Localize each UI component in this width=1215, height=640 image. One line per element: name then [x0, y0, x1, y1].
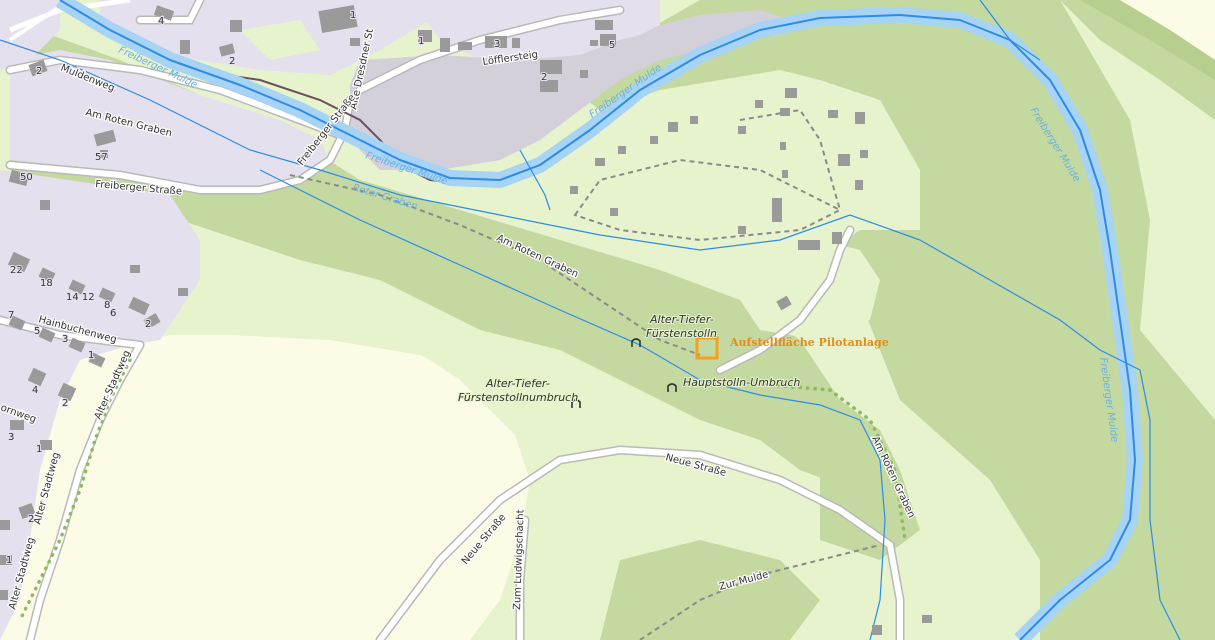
- label-zum-ludwigschacht: Zum Ludwigschacht: [512, 509, 527, 610]
- farm-track-road: [717, 227, 853, 373]
- house-number: 2: [36, 66, 42, 77]
- house-number: 18: [40, 278, 53, 289]
- house-number: 57: [95, 152, 108, 163]
- mine-entrances: [571, 338, 677, 408]
- south-stream: [259, 169, 886, 640]
- label-alter-tiefer-1a: Alter-Tiefer-: [649, 313, 714, 326]
- streams: [0, 0, 1181, 640]
- house-number: 1: [36, 444, 42, 455]
- hedges: [18, 358, 907, 622]
- footpath-am-roten-graben: [289, 174, 701, 356]
- house-number: 3: [494, 39, 500, 50]
- house-number: 4: [158, 16, 164, 27]
- zum-ludwigschacht-road: [517, 517, 528, 640]
- label-pilot-site[interactable]: Aufstellfläche Pilotanlage: [729, 336, 889, 349]
- house-number: 1: [418, 36, 424, 47]
- residential-street: [9, 0, 131, 33]
- house-number: 1: [88, 350, 94, 361]
- farmland-area: [0, 335, 530, 640]
- house-number: 50: [20, 172, 33, 183]
- footpaths: [289, 108, 881, 640]
- house-number: 2: [541, 72, 547, 83]
- house-number: 7: [8, 310, 14, 321]
- house-number: 14 12: [66, 292, 95, 303]
- house-number: 4: [32, 385, 38, 396]
- house-number: 2: [62, 398, 68, 409]
- house-number: 5: [609, 40, 615, 51]
- hedge-west: [18, 358, 132, 622]
- short-stream: [519, 149, 551, 211]
- ne-stream: [979, 0, 1041, 61]
- hedge-east: [768, 383, 907, 542]
- roter-graben-stream: [0, 39, 1181, 640]
- house-number: 2: [28, 514, 34, 525]
- footpath-north: [739, 108, 841, 211]
- label-hauptstolln: Hauptstolln-Umbruch: [683, 376, 800, 389]
- house-number: 1: [6, 555, 12, 566]
- label-alter-tiefer-2a: Alter-Tiefer-: [485, 377, 550, 390]
- industrial-area: [350, 10, 790, 170]
- farmland-area-ne: [1120, 0, 1215, 60]
- house-number: 8: [104, 300, 110, 311]
- muldenweg-road: [137, 0, 203, 23]
- freiberger-mulde-centerline: [59, 0, 1136, 640]
- meadow-patch-mid: [740, 240, 880, 340]
- label-alter-tiefer-2b: Fürstenstollnumbruch: [458, 391, 578, 404]
- am-roten-graben-road: [7, 56, 343, 138]
- buildings: [0, 5, 932, 635]
- house-number: 5: [34, 326, 40, 337]
- house-number: 3: [62, 334, 68, 345]
- square-marker-icon[interactable]: [695, 336, 719, 360]
- house-number: 22: [10, 265, 23, 276]
- house-number: 2: [229, 56, 235, 67]
- neue-strasse-road: [377, 446, 903, 640]
- cave-entrance-icon: [631, 338, 641, 347]
- house-number: 1: [350, 10, 356, 21]
- house-number: 3: [8, 432, 14, 443]
- meadow-patch-small: [240, 20, 320, 60]
- house-number: 6: [110, 308, 116, 319]
- cave-entrance-icon: [571, 399, 581, 408]
- label-alter-tiefer-1b: Fürstenstolln: [646, 327, 717, 340]
- loefflersteig-road: [357, 7, 623, 93]
- footpath-zur-mulde: [639, 544, 881, 640]
- house-number: 2: [145, 319, 151, 330]
- cave-entrance-icon: [667, 383, 677, 392]
